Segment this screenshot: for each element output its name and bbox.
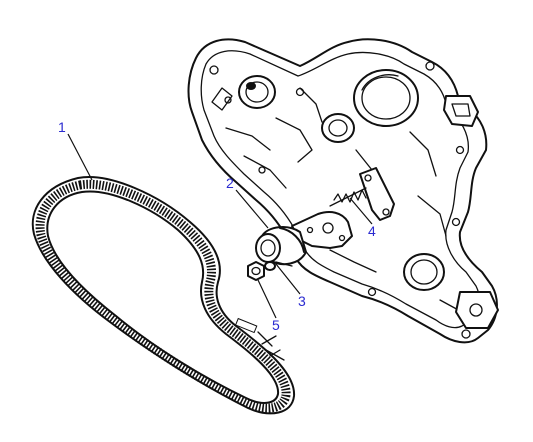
timing-belt bbox=[31, 176, 296, 415]
callout-5: 5 bbox=[272, 317, 280, 333]
callout-2: 2 bbox=[226, 175, 234, 191]
timing-cover-housing bbox=[187, 38, 499, 344]
leader-line-2 bbox=[235, 189, 269, 229]
tensioner-arm-bracket bbox=[291, 211, 353, 249]
callout-labels: 1 2 3 4 5 bbox=[58, 119, 376, 333]
tensioner-pulley bbox=[255, 226, 307, 271]
leader-line-1 bbox=[67, 133, 93, 181]
leader-line-5 bbox=[257, 279, 277, 319]
callout-3: 3 bbox=[298, 293, 306, 309]
callout-1: 1 bbox=[58, 119, 66, 135]
belt-marking-label bbox=[234, 317, 258, 334]
leader-lines bbox=[67, 133, 373, 319]
leader-line-4 bbox=[349, 197, 373, 225]
belt-direction-mark bbox=[265, 349, 285, 361]
hex-nut bbox=[247, 261, 265, 281]
callout-4: 4 bbox=[368, 223, 376, 239]
leader-line-3 bbox=[275, 263, 301, 295]
tensioner-spring-assembly bbox=[329, 167, 395, 221]
belt-arrow-mark bbox=[257, 331, 277, 347]
